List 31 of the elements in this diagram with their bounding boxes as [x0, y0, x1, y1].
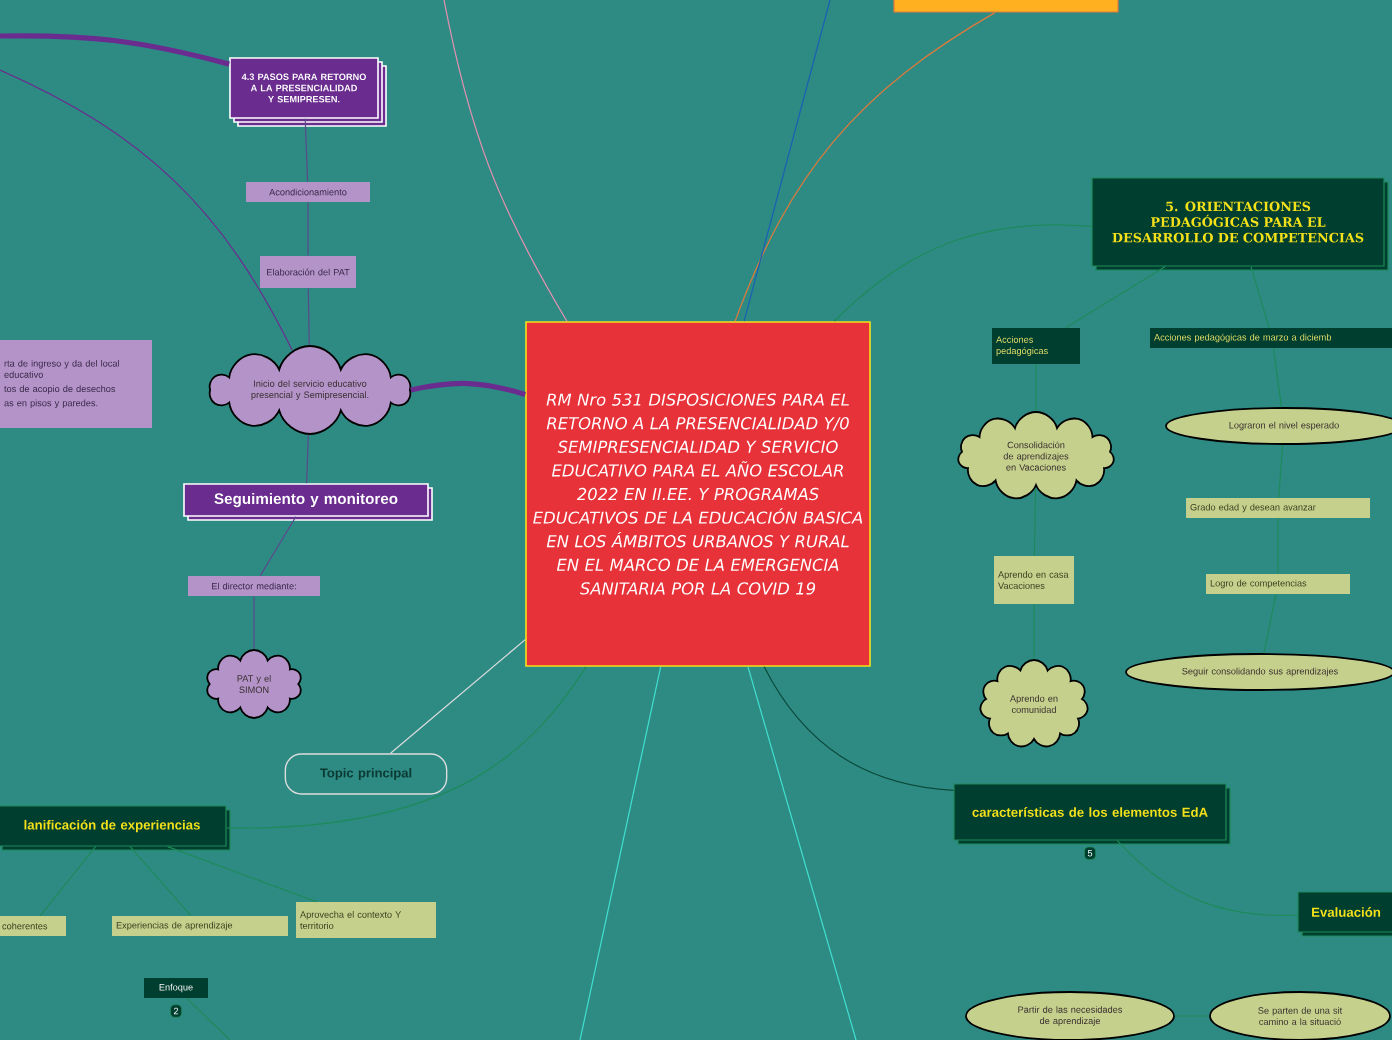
connector-line [410, 380, 526, 397]
connector-line [306, 434, 309, 484]
connector-line [39, 846, 97, 917]
connector-line [1278, 444, 1284, 499]
connector-line [0, 69, 293, 351]
connector-line [226, 666, 587, 829]
connector-line [0, 33, 230, 67]
connector-line [1033, 487, 1037, 557]
connector-line [579, 666, 662, 1040]
connector-line [747, 666, 857, 1040]
title-box: RM Nro 531 DISPOSICIONES PARA EL RETORNO A LA PRESENCIALIDAD Y/0 SEMIPRESENCIALIDAD Y SERVICIO EDUCATIVO PARA EL AÑO ESCOLAR 2022 EN II.EE. Y PROGRAMAS EDUCATIVOS DE LA EDUCACIÓN BASICA EN LOS ÁMBITOS URBANOS Y RURAL EN EL MARCO DE LA EMERGENCIA SANITARIA POR LA COVID 19 [525, 321, 871, 667]
connector-line [389, 639, 526, 754]
connector-line [1065, 266, 1166, 329]
connector-line [1263, 593, 1277, 654]
connector-line [129, 846, 192, 917]
connector-line [734, 12, 996, 322]
connector-line [833, 224, 1092, 322]
connector-line [186, 997, 231, 1040]
connector-line [1116, 840, 1298, 917]
connector-line [259, 516, 297, 577]
connector-line [443, 0, 568, 322]
connector-line [307, 287, 310, 346]
connector-line [1272, 347, 1283, 408]
connector-line [763, 666, 954, 791]
connector-line [307, 201, 309, 257]
connector-line [167, 846, 317, 903]
empty-box [893, 0, 1119, 13]
connector-line [253, 595, 255, 650]
connector-line [743, 0, 831, 322]
connector-line [304, 118, 309, 183]
connector-line [1250, 266, 1270, 329]
